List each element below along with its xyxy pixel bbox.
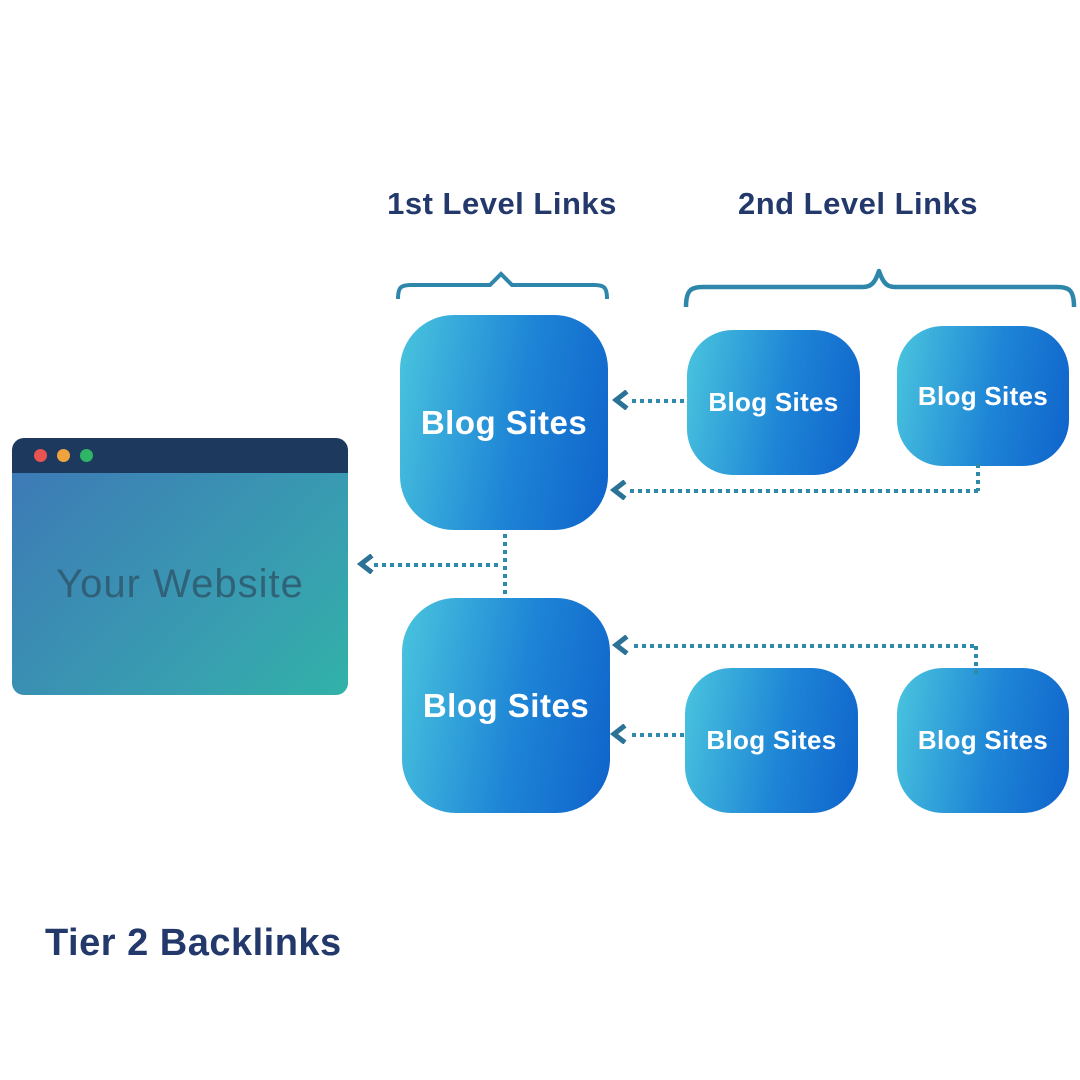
arrow-left-icon [609, 479, 629, 501]
connector-tier2-bottomright-vertical [974, 646, 978, 674]
arrow-left-icon [611, 389, 631, 411]
blog-site-label: Blog Sites [706, 725, 837, 755]
connector-tier1-to-website [374, 563, 502, 567]
blog-site-box-tier1-top: Blog Sites [400, 315, 608, 530]
browser-viewport: Your Website [12, 473, 348, 695]
connector-tier2-topright-vertical [976, 464, 980, 491]
blog-site-label: Blog Sites [917, 380, 1049, 411]
second-level-brace-icon [683, 268, 1077, 308]
blog-site-box-tier2-top-left: Blog Sites [687, 330, 860, 475]
blog-site-label: Blog Sites [917, 725, 1049, 755]
blog-site-box-tier1-bottom: Blog Sites [402, 598, 610, 813]
diagram-caption: Tier 2 Backlinks [45, 922, 342, 964]
blog-site-label: Blog Sites [420, 403, 588, 441]
browser-titlebar [12, 438, 348, 473]
browser-window: Your Website [12, 438, 348, 695]
connector-tier1-vertical [503, 534, 507, 596]
first-level-brace-icon [396, 271, 609, 300]
blog-site-box-tier2-bottom-right: Blog Sites [897, 668, 1069, 813]
blog-site-box-tier2-bottom-left: Blog Sites [685, 668, 858, 813]
traffic-light-green-icon [80, 449, 93, 462]
connector-tier2-topright-to-tier1 [630, 489, 978, 493]
connector-tier2-bottomright-to-tier1 [634, 644, 976, 648]
arrow-left-icon [611, 634, 631, 656]
second-level-links-label: 2nd Level Links [737, 186, 979, 221]
arrow-left-icon [609, 723, 629, 745]
traffic-light-red-icon [34, 449, 47, 462]
blog-site-label: Blog Sites [422, 686, 590, 724]
connector-tier2-bottomleft-to-tier1 [632, 733, 684, 737]
first-level-links-label: 1st Level Links [387, 186, 617, 221]
blog-site-label: Blog Sites [708, 387, 839, 417]
blog-site-box-tier2-top-right: Blog Sites [897, 326, 1069, 466]
traffic-light-yellow-icon [57, 449, 70, 462]
arrow-left-icon [356, 553, 376, 575]
website-title: Your Website [56, 561, 304, 606]
connector-tier2-topleft-to-tier1 [632, 399, 686, 403]
